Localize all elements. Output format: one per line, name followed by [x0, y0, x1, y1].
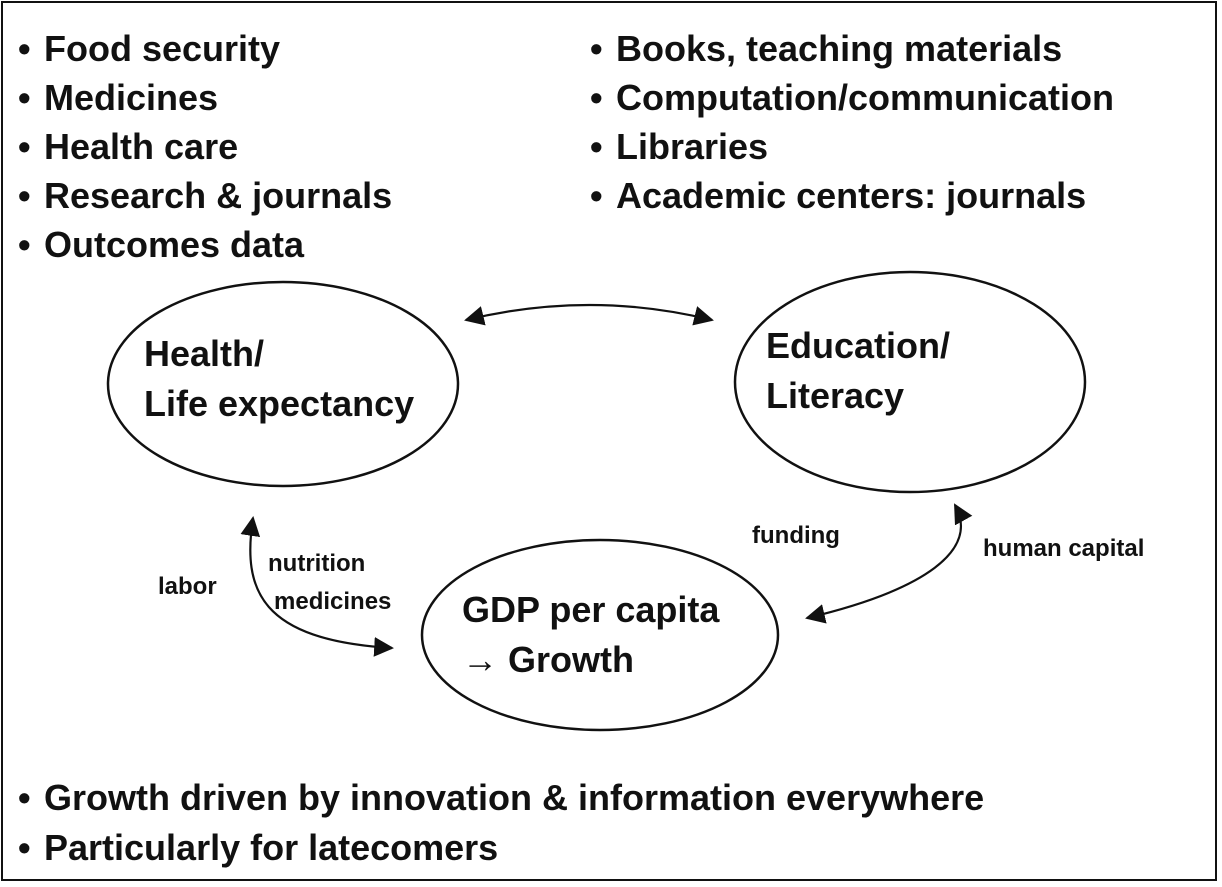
bullet-icon: • [18, 126, 31, 167]
list-item: •Health care [18, 122, 392, 171]
gdp-node-label: GDP per capita [462, 589, 720, 630]
list-item: •Books, teaching materials [590, 24, 1114, 73]
bullet-icon: • [18, 827, 31, 868]
bullet-icon: • [590, 28, 603, 69]
bullet-icon: • [590, 126, 603, 167]
edge-label-nutrition: nutrition [268, 550, 365, 577]
bullet-icon: • [590, 175, 603, 216]
edge-label-medicines: medicines [274, 588, 391, 615]
health-gdp-arrow [240, 516, 394, 657]
bullet-icon: • [18, 777, 31, 818]
edge-label-funding: funding [752, 522, 840, 549]
list-item: •Outcomes data [18, 220, 392, 269]
list-item: •Food security [18, 24, 392, 73]
bullet-icon: • [18, 175, 31, 216]
education-node-label: Education/ [766, 325, 950, 366]
bullet-icon: • [18, 28, 31, 69]
health-education-arrow [464, 303, 714, 326]
list-item: •Research & journals [18, 171, 392, 220]
health-node-label: Health/ [144, 333, 264, 374]
list-item: •Academic centers: journals [590, 171, 1114, 220]
gdp-node-label: → Growth [462, 639, 634, 680]
education-node [733, 270, 1087, 494]
edge-label-human-capital: human capital [983, 535, 1144, 562]
list-item: •Growth driven by innovation & informati… [18, 773, 984, 823]
education-inputs-list: •Books, teaching materials •Computation/… [590, 24, 1114, 220]
bullet-icon: • [18, 224, 31, 265]
list-item: •Medicines [18, 73, 392, 122]
list-item: •Computation/communication [590, 73, 1114, 122]
bullet-icon: • [590, 77, 603, 118]
list-item: •Particularly for latecomers [18, 823, 984, 873]
health-inputs-list: •Food security •Medicines •Health care •… [18, 24, 392, 269]
health-node [106, 280, 460, 488]
gdp-node [420, 538, 780, 732]
list-item: •Libraries [590, 122, 1114, 171]
edge-label-labor: labor [158, 573, 217, 600]
growth-notes-list: •Growth driven by innovation & informati… [18, 773, 984, 873]
health-node-label: Life expectancy [144, 383, 414, 424]
bullet-icon: • [18, 77, 31, 118]
education-node-label: Literacy [766, 375, 904, 416]
education-gdp-arrow [805, 503, 973, 624]
